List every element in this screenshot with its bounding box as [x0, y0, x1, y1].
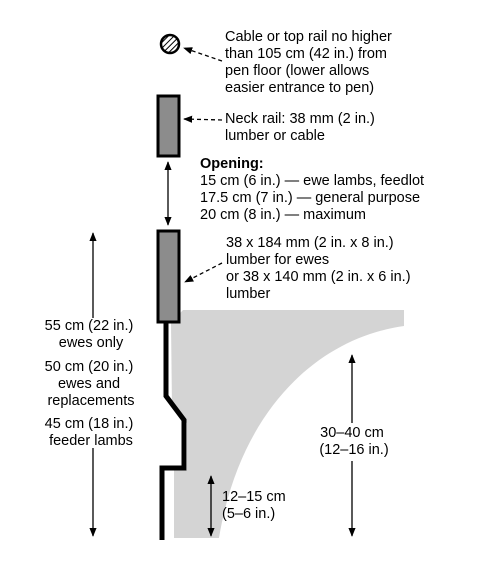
trough-depth-label: 30–40 cm (12–16 in.) — [319, 425, 388, 458]
neck-rail-board — [156, 94, 181, 158]
height-ewes-only: 55 cm (22 in.) ewes only — [45, 318, 138, 351]
feeder-trough-shape — [171, 310, 404, 538]
left-label-backdrop — [30, 318, 156, 448]
lower-board — [156, 229, 181, 324]
hatched-circle-cable-icon — [159, 33, 181, 55]
trough-lip-label: 12–15 cm (5–6 in.) — [222, 489, 290, 522]
board-label: 38 x 184 mm (2 in. x 8 in.) lumber for e… — [226, 235, 415, 302]
neck-rail-leader-line — [183, 115, 223, 123]
board-leader-line — [184, 262, 223, 283]
height-ewes-replacements: 50 cm (20 in.) ewes and replacements — [45, 359, 138, 409]
cable-leader-line — [183, 47, 223, 62]
height-feeder-lambs: 45 cm (18 in.) feeder lambs — [45, 416, 138, 449]
feeder-wall-outline — [159, 322, 187, 540]
neck-rail-label: Neck rail: 38 mm (2 in.) lumber or cable — [225, 111, 379, 144]
opening-heading: Opening: — [200, 156, 264, 172]
opening-sizes: 15 cm (6 in.) — ewe lambs, feedlot 17.5 … — [200, 173, 428, 223]
depth-label-backdrop — [314, 423, 394, 461]
cable-label: Cable or top rail no higher than 105 cm … — [225, 29, 396, 96]
